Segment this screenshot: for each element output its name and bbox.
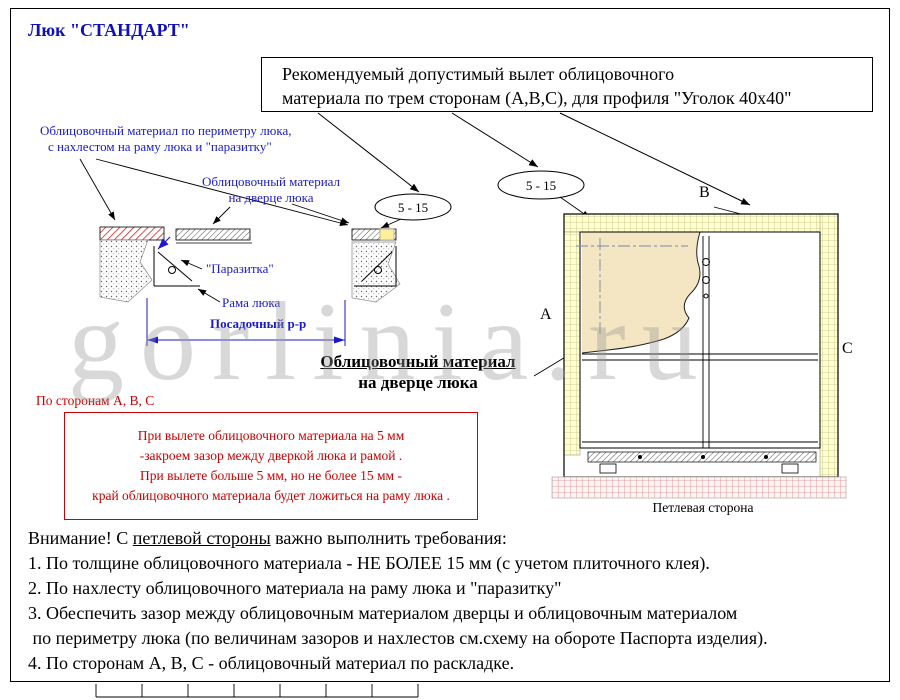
requirement-item: по периметру люка (по величинам зазоров … (28, 628, 768, 648)
door-material-label-big: Облицовочный материал на дверце люка (320, 352, 516, 392)
page-title: Люк "СТАНДАРТ" (28, 20, 190, 40)
facing-band-right (819, 213, 839, 478)
overlap-arrow-icon (157, 236, 171, 250)
side-letter-c: С (842, 340, 853, 357)
requirement-item: 1. По толщине облицовочного материала - … (28, 553, 710, 573)
door-material-label-small: Облицовочный материал на дверце люка (201, 174, 341, 205)
facing-band-top (563, 213, 839, 233)
hinge-side-strip (551, 476, 847, 499)
requirement-item: 2. По нахлесту облицовочного материала н… (28, 578, 562, 598)
red-note-box: При вылете облицовочного материала на 5 … (64, 412, 478, 520)
side-letter-b: В (699, 184, 710, 201)
facing-band-left (563, 231, 581, 456)
overhang-value-right: 5 - 15 (525, 178, 557, 193)
requirements-block: Внимание! С петлевой стороны важно выпол… (28, 526, 892, 676)
cross-section-right (351, 228, 401, 303)
hinge-side-label: Петлевая сторона (652, 500, 754, 515)
cross-section-left (99, 226, 252, 303)
red-note-line: -закроем зазор между дверкой люка и рамо… (139, 448, 403, 463)
door-facing-material-region (582, 232, 700, 353)
overhang-value-left: 5 - 15 (397, 200, 429, 215)
red-note-line: При вылете облицовочного материала на 5 … (137, 428, 405, 443)
seat-dimension (146, 298, 346, 346)
page-border (10, 8, 890, 682)
perimeter-material-label: Облицовочный материал по периметру люка,… (40, 123, 292, 154)
recommendation-line-1: Рекомендуемый допустимый вылет облицовоч… (282, 64, 675, 84)
requirement-item: 4. По сторонам А, В, С - облицовочный ма… (28, 653, 515, 673)
recommendation-line-2: материала по трем сторонам (А,В,С), для … (282, 88, 792, 108)
side-letter-a: А (540, 306, 552, 323)
overhang-callout-ellipses (374, 170, 585, 221)
seat-size-label: Посадочный р-р (210, 316, 307, 331)
hatch-front-view (551, 213, 847, 499)
frame-label: Рама люка (222, 295, 281, 310)
red-note-header: По сторонам А, В, С (36, 393, 155, 408)
parazitka-label: "Паразитка" (206, 261, 274, 276)
attention-line: Внимание! С петлевой стороны важно выпол… (28, 528, 507, 548)
recommendation-box: Рекомендуемый допустимый вылет облицовоч… (261, 57, 873, 112)
requirement-item: 3. Обеспечить зазор между облицовочным м… (28, 603, 738, 623)
red-note-line: край облицовочного материала будет ложит… (92, 488, 450, 503)
callout-arrows (317, 112, 751, 206)
bottom-ticks (95, 684, 419, 698)
red-note-line: При вылете больше 5 мм, но не более 15 м… (140, 468, 402, 483)
